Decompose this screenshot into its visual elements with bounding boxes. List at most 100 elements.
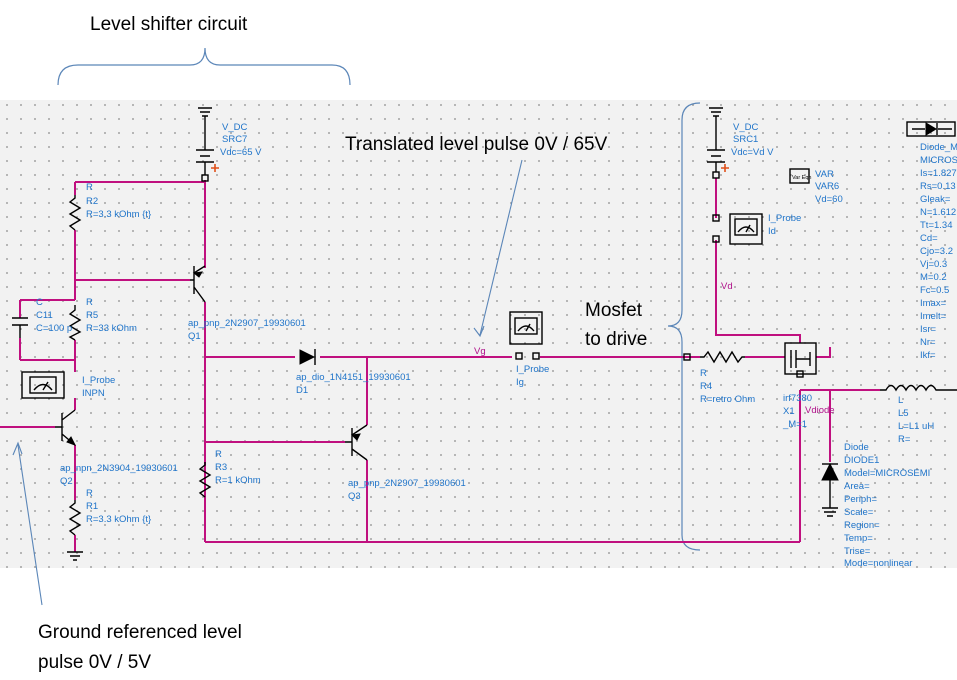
level-shifter-brace: [57, 47, 351, 86]
inpn-current-probe[interactable]: [21, 371, 65, 399]
r1-type: R: [86, 488, 93, 499]
diode1-params: Model=MICROSEMI Area= Periph= Scale= Reg…: [844, 468, 930, 569]
ground-pulse-callout: [17, 444, 43, 606]
ig-name: Ig: [516, 377, 524, 388]
id-name: Id: [768, 226, 776, 237]
l5-extra: R=: [898, 434, 911, 445]
inpn-type: I_Probe: [82, 375, 115, 386]
c11-value: C=100 p: [36, 323, 72, 334]
translated-pulse-arrow: [473, 325, 485, 338]
x1-name: X1: [783, 406, 795, 417]
r5-name: R5: [86, 310, 98, 321]
c11-capacitor[interactable]: [12, 317, 28, 338]
ground-symbol-q2: [67, 551, 83, 561]
var6-type: VAR: [815, 169, 834, 180]
diode1-type: Diode: [844, 442, 869, 453]
q2-type: ap_npn_2N3904_19930601: [60, 463, 178, 474]
diode-model-param: Imelt=: [920, 311, 947, 322]
src1-name: SRC1: [733, 134, 758, 145]
r2-name: R2: [86, 196, 98, 207]
diode-model-block[interactable]: [906, 121, 956, 137]
diode-model-params: MICROS Is=1.827 Rs=0.13 Gleak= N=1.612 T…: [920, 155, 957, 361]
ground-pulse-arrow: [12, 441, 23, 456]
src7-value: Vdc=65 V: [220, 147, 262, 158]
diode-model-param: Cd=: [920, 233, 938, 244]
r4-name: R4: [700, 381, 712, 392]
diode-model-param: MICROS: [920, 155, 957, 166]
id-current-probe[interactable]: [712, 213, 763, 245]
c11-name: C11: [36, 310, 53, 321]
diode1-param: Model=MICROSEMI: [844, 468, 930, 479]
var6-value: Vd=60: [815, 194, 843, 205]
r3-type: R: [215, 449, 222, 460]
d1-diode[interactable]: [299, 349, 316, 365]
x1-value: _M=1: [782, 419, 807, 430]
ground-pulse-label-line2: pulse 0V / 5V: [38, 652, 151, 673]
q2-name: Q2: [60, 476, 73, 487]
x1-type: irf7380: [783, 393, 812, 404]
src7-type: V_DC: [222, 122, 247, 133]
l5-inductor[interactable]: [880, 384, 957, 392]
r5-value: R=33 kOhm: [86, 323, 137, 334]
r3-value: R=1 kOhm: [215, 475, 261, 486]
r4-resistor[interactable]: [683, 350, 745, 364]
d1-name: D1: [296, 385, 308, 396]
id-type: I_Probe: [768, 213, 801, 224]
r5-resistor[interactable]: [68, 305, 82, 341]
r1-name: R1: [86, 501, 98, 512]
c11-type: C: [36, 297, 43, 308]
q1-type: ap_pnp_2N2907_19930601: [188, 318, 306, 329]
r1-value: R=3.3 kOhm {t}: [86, 514, 151, 525]
level-shifter-label: Level shifter circuit: [90, 14, 248, 35]
r4-type: R: [700, 368, 707, 379]
var6-equation-block[interactable]: Var Eqn: [789, 168, 811, 184]
diode1-param: Temp=: [844, 533, 873, 544]
src7-voltage-source[interactable]: [196, 107, 219, 182]
diode1-param: Trise=: [844, 546, 871, 557]
src1-value: Vdc=Vd V: [731, 147, 774, 158]
r2-resistor[interactable]: [68, 195, 82, 231]
r2-value: R=3.3 kOhm {t}: [86, 209, 151, 220]
vd-wire-label: Vd: [721, 281, 733, 292]
diode-model-param: N=1.612: [920, 207, 956, 218]
q3-pnp-transistor[interactable]: [345, 424, 368, 461]
diode-model-param: Ikf=: [920, 350, 936, 361]
q2-npn-transistor[interactable]: [55, 409, 77, 446]
diode-model-param: Vj=0.3: [920, 259, 947, 270]
r2-type: R: [86, 182, 93, 193]
diode-model-param: Tt=1.34: [920, 220, 952, 231]
diode1-diode[interactable]: [821, 462, 839, 517]
r3-name: R3: [215, 462, 227, 473]
src1-type: V_DC: [733, 122, 758, 133]
translated-pulse-label: Translated level pulse 0V / 65V: [345, 134, 608, 155]
r1-resistor[interactable]: [68, 500, 82, 536]
diode1-param: Area=: [844, 481, 870, 492]
q3-name: Q3: [348, 491, 361, 502]
src1-voltage-source[interactable]: [707, 107, 729, 179]
l5-name: L5: [898, 408, 909, 419]
diode-model-param: Gleak=: [920, 194, 951, 205]
diode-model-param: Fc=0.5: [920, 285, 949, 296]
x1-mosfet[interactable]: [784, 342, 817, 378]
r4-value: R=retro Ohm: [700, 394, 755, 405]
var6-name: VAR6: [815, 181, 839, 192]
l5-type: L: [898, 395, 903, 406]
l5-value: L=L1 uH: [898, 421, 934, 432]
translated-pulse-callout: [479, 159, 523, 336]
diode1-param: Mode=nonlinear: [844, 558, 912, 569]
diode-model-param: Nr=: [920, 337, 936, 348]
q1-name: Q1: [188, 331, 201, 342]
diode-model-param: M=0.2: [920, 272, 947, 283]
diode-model-param: Isr=: [920, 324, 937, 335]
ground-pulse-label-line1: Ground referenced level: [38, 622, 242, 643]
diode1-param: Region=: [844, 520, 880, 531]
var6-icon-text: Var Eqn: [792, 175, 811, 181]
r3-resistor[interactable]: [198, 462, 212, 498]
ig-current-probe[interactable]: [509, 311, 543, 360]
diode-model-param: Is=1.827: [920, 168, 957, 179]
diode-model-param: Imax=: [920, 298, 947, 309]
q1-pnp-transistor[interactable]: [190, 265, 206, 303]
vdiode-wire-label: Vdiode: [805, 405, 835, 416]
diode-model-param: Cjo=3.2: [920, 246, 953, 257]
